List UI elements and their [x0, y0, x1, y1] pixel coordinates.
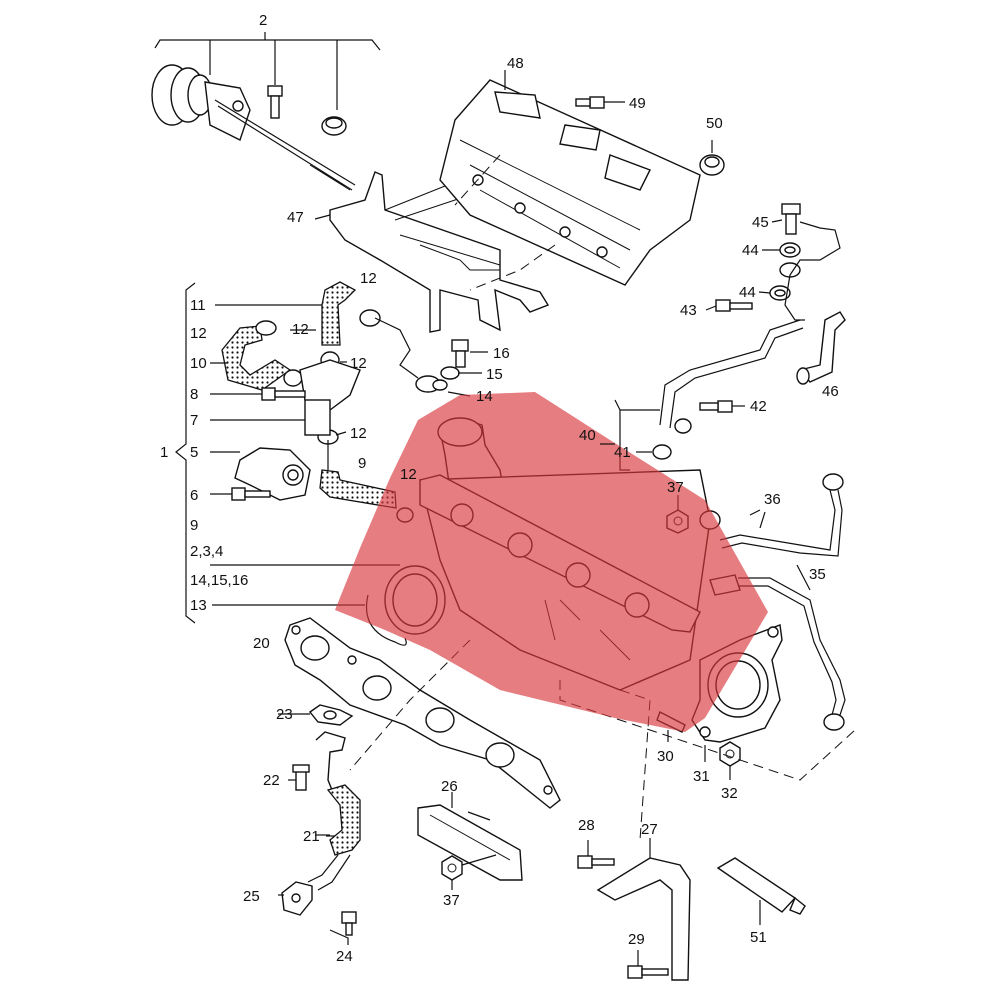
- group-1-bracket: [175, 282, 196, 624]
- label-47: 47: [287, 209, 304, 226]
- part-8-bolt: [210, 387, 306, 401]
- label-44b: 44: [739, 284, 756, 301]
- label-26: 26: [441, 778, 458, 795]
- label-49: 49: [629, 95, 646, 112]
- part-26-bracket: [417, 792, 523, 881]
- label-1: 1: [160, 444, 168, 461]
- part-42-bolt: [699, 400, 745, 413]
- label-10: 10: [190, 355, 207, 372]
- label-7: 7: [190, 412, 198, 429]
- label-6: 6: [190, 487, 198, 504]
- part-46-coolant-hose: [796, 311, 846, 385]
- label-21: 21: [303, 828, 320, 845]
- label-14: 14: [476, 388, 493, 405]
- label-15: 15: [486, 366, 503, 383]
- part-51-sealant-tube: [716, 857, 806, 925]
- label-36: 36: [764, 491, 781, 508]
- label-2: 2: [259, 12, 267, 29]
- label-20: 20: [253, 635, 270, 652]
- part-10-hose: [210, 325, 292, 391]
- label-44a: 44: [742, 242, 759, 259]
- part-27-support-bracket: [596, 838, 691, 981]
- part-5-valve: [210, 447, 311, 501]
- label-40: 40: [579, 427, 596, 444]
- part-2-wastegate-actuator: [151, 32, 381, 191]
- part-40-coolant-line: [614, 319, 804, 471]
- part-45-banjo-bolt: [781, 203, 841, 321]
- label-32: 32: [721, 785, 738, 802]
- label-30: 30: [657, 748, 674, 765]
- label-5: 5: [190, 444, 198, 461]
- part-25-gasket: [281, 881, 313, 916]
- label-41: 41: [614, 444, 631, 461]
- label-42: 42: [750, 398, 767, 415]
- label-12f: 12: [400, 466, 417, 483]
- part-32-nut: [719, 741, 741, 780]
- label-22: 22: [263, 772, 280, 789]
- label-31: 31: [693, 768, 710, 785]
- label-16: 16: [493, 345, 510, 362]
- label-35: 35: [809, 566, 826, 583]
- label-24: 24: [336, 948, 353, 965]
- part-16-bolt: [451, 339, 488, 368]
- label-13: 13: [190, 597, 207, 614]
- label-45: 45: [752, 214, 769, 231]
- label-leaders: [278, 214, 783, 896]
- label-43: 43: [680, 302, 697, 319]
- label-27: 27: [641, 821, 658, 838]
- label-25: 25: [243, 888, 260, 905]
- part-23-gasket: [308, 704, 354, 726]
- group-14-15-16: 14,15,16: [190, 572, 248, 589]
- part-6-bolt: [210, 487, 271, 501]
- alignment-line-1: [349, 639, 471, 771]
- label-37b: 37: [443, 892, 460, 909]
- part-48-manifold-shield: [439, 70, 701, 286]
- part-11-hose: [215, 281, 357, 346]
- part-37-nut-bracket: [441, 854, 497, 890]
- part-44-washers: [769, 242, 801, 301]
- part-49-bolt: [575, 96, 625, 109]
- label-48: 48: [507, 55, 524, 72]
- part-29-bolt: [627, 950, 669, 979]
- label-12a: 12: [360, 270, 377, 287]
- label-28: 28: [578, 817, 595, 834]
- alignment-line-5: [454, 154, 501, 206]
- group-2-3-4: 2,3,4: [190, 543, 223, 560]
- label-12e: 12: [350, 425, 367, 442]
- label-9b: 9: [358, 455, 366, 472]
- callout-labels: 2 48 49 50 47 45 44 44 43 46 12 11 12 12…: [160, 12, 839, 965]
- label-12b: 12: [190, 325, 207, 342]
- part-43-bolt: [705, 299, 753, 312]
- label-12d: 12: [350, 355, 367, 372]
- part-15-washer: [440, 366, 482, 380]
- part-14-line: [374, 317, 471, 397]
- label-29: 29: [628, 931, 645, 948]
- part-41-washer: [652, 444, 672, 460]
- part-7-valve: [210, 359, 361, 436]
- part-50-grommet: [699, 140, 725, 176]
- part-28-bolt: [577, 840, 615, 869]
- label-11: 11: [190, 297, 206, 314]
- part-24-bolt: [329, 911, 357, 945]
- part-22-bolt: [288, 764, 310, 791]
- label-50: 50: [706, 115, 723, 132]
- part-47-heat-shield: [329, 171, 550, 333]
- label-51: 51: [750, 929, 767, 946]
- label-9a: 9: [190, 517, 198, 534]
- highlight-region[interactable]: [335, 392, 768, 732]
- label-8: 8: [190, 386, 198, 403]
- part-20-manifold-gasket: [284, 617, 561, 809]
- label-46: 46: [822, 383, 839, 400]
- label-37a: 37: [667, 479, 684, 496]
- part-21-oil-return-pipe: [307, 731, 361, 891]
